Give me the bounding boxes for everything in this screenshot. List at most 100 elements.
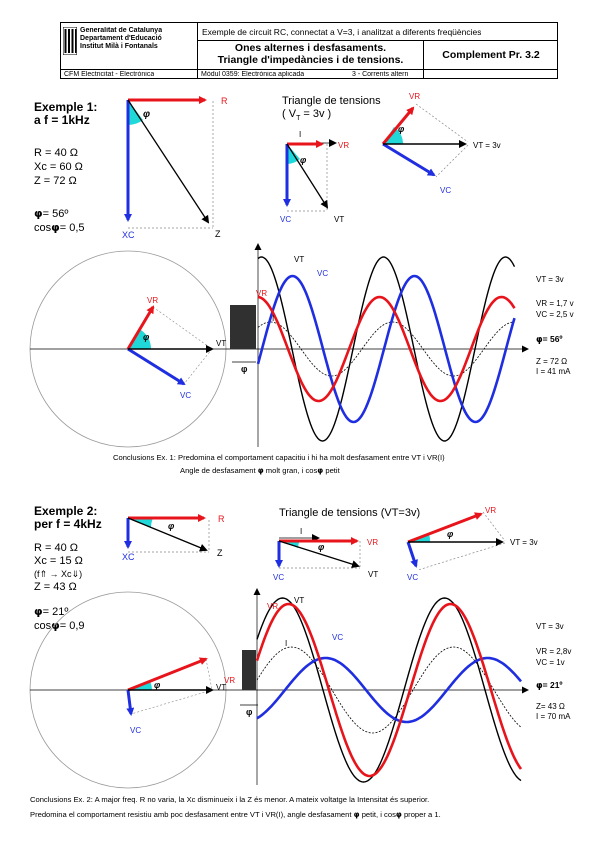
ex2-phi: = 21º	[42, 606, 69, 618]
vc-label: VC	[180, 391, 191, 400]
vt-label: VT = 3v	[473, 141, 501, 150]
wave-vc-label: VC	[332, 633, 343, 642]
vt-label: VT = 3v	[510, 538, 538, 547]
vr-phasor	[127, 657, 208, 692]
ex1-voltage-triangle-rotated: φ VR VC VT = 3v	[381, 92, 501, 195]
phi-icon: φ	[51, 619, 60, 632]
vt-vector	[286, 143, 329, 209]
ex1-right-vt: VT = 3v	[536, 275, 564, 284]
wave-vt-label: VT	[294, 596, 304, 605]
ex2-title-line1: Exemple 2:	[34, 504, 98, 518]
wave-vt-label: VT	[294, 255, 304, 264]
ex2-conclusion-2a: Predomina el comportament resistiu amb p…	[30, 810, 352, 819]
vr-vector	[407, 512, 483, 544]
ex2-voltage-triangle: φ I VR VC VT	[273, 527, 378, 582]
ex2-title: Exemple 2: per f = 4kHz	[34, 505, 102, 531]
ex1-impedance-triangle: φ R XC Z	[122, 96, 228, 240]
vc-label: VC	[440, 186, 451, 195]
vc-wave	[256, 274, 516, 424]
ex1-cos: = 0,5	[59, 222, 85, 234]
phi-label: φ	[300, 155, 307, 165]
ex2-right-zi: Z= 43 Ω I = 70 mA	[536, 702, 570, 722]
vt-label: VT	[368, 570, 378, 579]
phi-icon: φ	[34, 605, 43, 618]
ex1-conclusion-1: Conclusions Ex. 1: Predomina el comporta…	[113, 453, 445, 462]
wave-i-label: I	[285, 639, 287, 648]
module-label: Mòdul 0359: Electrònica aplicada	[201, 71, 305, 78]
school-line2: Departament d'Educació	[80, 35, 162, 42]
phi-label: φ	[246, 707, 253, 717]
complement-label: Complement Pr. 3.2	[442, 49, 540, 61]
ex1-conclusion-2a: Angle de desfasament	[180, 466, 256, 475]
phi-icon: φ	[395, 810, 402, 819]
vt-label: VT	[216, 683, 226, 692]
dotted-line	[130, 689, 213, 715]
vc-vector	[382, 142, 436, 177]
vc-wave	[256, 656, 522, 724]
z-label: Z	[215, 229, 221, 239]
wave-vr-label: VR	[256, 289, 267, 298]
phi-label: φ	[143, 332, 150, 342]
vr-label: VR	[409, 92, 420, 101]
ex2-values: R = 40 Ω Xc = 15 Ω (f⇑ → Xc⇓) Z = 43 Ω	[34, 542, 83, 594]
r-label: R	[221, 96, 228, 106]
vc-label: VC	[280, 215, 291, 224]
ex1-triangle-title: Triangle de tensions	[282, 95, 381, 107]
ex2-right-z: Z= 43 Ω	[536, 702, 565, 711]
ex2-xc: Xc = 15 Ω	[34, 555, 83, 567]
i-wave	[256, 646, 522, 734]
xc-label: XC	[122, 552, 135, 562]
ex1-r: R = 40 Ω	[34, 147, 78, 159]
r-label: R	[218, 514, 225, 524]
xc-label: XC	[122, 230, 135, 240]
wave-i-label: I	[272, 314, 274, 323]
ex2-right-vrvc: VR = 2,8v VC = 1v	[536, 646, 571, 668]
cfm-label: CFM Electricitat - Electrònica	[64, 71, 155, 78]
ex1-right-phi-row: φ= 56º	[536, 334, 563, 345]
ex1-right-vrvc: VR = 1,7 v VC = 2,5 v	[536, 298, 574, 320]
vc-phasor	[127, 347, 186, 386]
ex2-right-phi-row: φ= 21º	[536, 680, 563, 691]
phi-label: φ	[241, 364, 248, 374]
ex2-cos-label: cos	[34, 620, 52, 632]
ex2-voltage-triangle-rotated: φ VR VC VT = 3v	[406, 506, 538, 582]
header-divider	[197, 22, 198, 79]
dotted-line	[183, 348, 213, 385]
ex2-triangle-title: Triangle de tensions (VT=3v)	[279, 507, 421, 519]
dotted-line	[435, 144, 469, 178]
header-subtitle: Exemple de circuit RC, connectat a V=3, …	[202, 27, 482, 37]
vt-wave	[257, 256, 516, 442]
ex1-right-phi: = 56º	[542, 334, 563, 344]
dotted-line	[415, 103, 469, 143]
phase-shift-block	[242, 650, 256, 690]
header-hline-bottom	[60, 69, 558, 70]
phi-icon: φ	[34, 207, 43, 220]
phi-icon: φ	[536, 681, 543, 691]
header-divider2	[423, 40, 424, 79]
ex2-right-i: I = 70 mA	[536, 712, 571, 721]
z-label: Z	[217, 548, 223, 558]
vr-label: VR	[338, 141, 349, 150]
header-box	[60, 22, 558, 79]
unit-label: 3 - Corrents altern	[352, 71, 409, 78]
ex2-z: Z = 43 Ω	[34, 581, 77, 593]
vr-label: VR	[224, 676, 235, 685]
ex2-rule: (f⇑ → Xc⇓)	[34, 569, 83, 579]
vr-label: VR	[147, 296, 158, 305]
vr-wave	[255, 602, 523, 778]
ex1-phi: = 56º	[42, 208, 69, 220]
ex1-triangle-sub: ( VT = 3v )	[282, 108, 331, 122]
school-name: Generalitat de Catalunya Departament d'E…	[80, 27, 162, 51]
z-vector	[127, 99, 210, 224]
ex1-right-vc: VC = 2,5 v	[536, 310, 574, 319]
ex1-conclusion-2b: molt gran, i cos	[265, 466, 318, 475]
ex2-conclusion-1: Conclusions Ex. 2: A major freq. R no va…	[30, 795, 430, 804]
z-vector	[127, 517, 208, 552]
phi-icon: φ	[51, 221, 60, 234]
ex2-cos: = 0,9	[59, 620, 85, 632]
wave-vc-label: VC	[317, 269, 328, 278]
school-line3: Institut Milà i Fontanals	[80, 43, 158, 50]
ex1-phi-block: φ= 56º cosφ= 0,5	[34, 207, 85, 235]
ex2-right-phi: = 21º	[542, 680, 563, 690]
